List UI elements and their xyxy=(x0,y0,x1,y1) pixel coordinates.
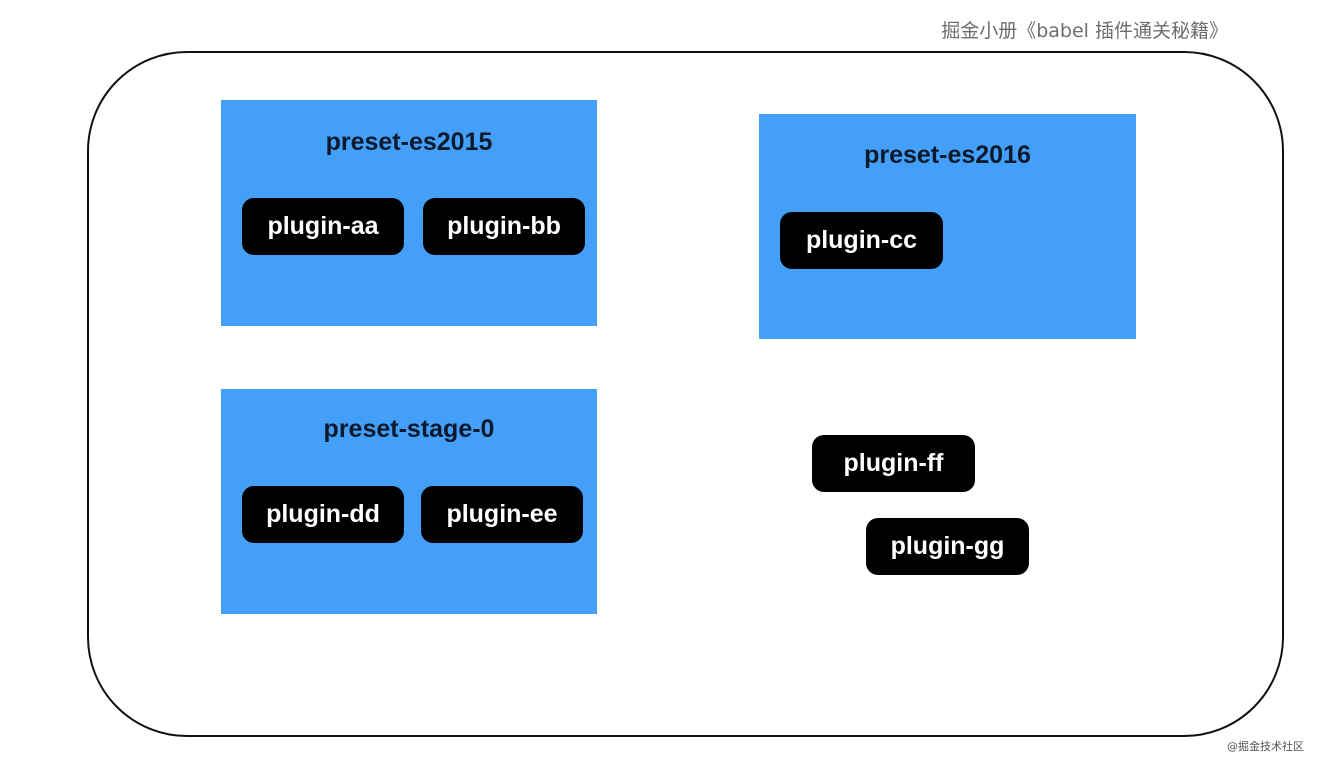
preset-title: preset-es2015 xyxy=(325,128,493,156)
plugin-chip: plugin-bb xyxy=(423,198,585,255)
preset-title: preset-es2016 xyxy=(864,141,1031,169)
header-caption: 掘金小册《babel 插件通关秘籍》 xyxy=(941,20,1228,42)
footer-watermark: @掘金技术社区 xyxy=(1227,740,1304,753)
plugin-chip-standalone: plugin-ff xyxy=(812,435,975,492)
preset-box-stage-0: preset-stage-0 plugin-dd plugin-ee xyxy=(221,389,597,614)
plugin-chip: plugin-cc xyxy=(780,212,943,269)
outer-frame xyxy=(87,51,1284,737)
plugin-chip: plugin-dd xyxy=(242,486,404,543)
plugin-chip-standalone: plugin-gg xyxy=(866,518,1029,575)
preset-box-es2015: preset-es2015 plugin-aa plugin-bb xyxy=(221,100,597,326)
preset-box-es2016: preset-es2016 plugin-cc xyxy=(759,114,1136,339)
preset-title: preset-stage-0 xyxy=(323,415,495,443)
plugin-chip: plugin-aa xyxy=(242,198,404,255)
plugin-chip: plugin-ee xyxy=(421,486,583,543)
